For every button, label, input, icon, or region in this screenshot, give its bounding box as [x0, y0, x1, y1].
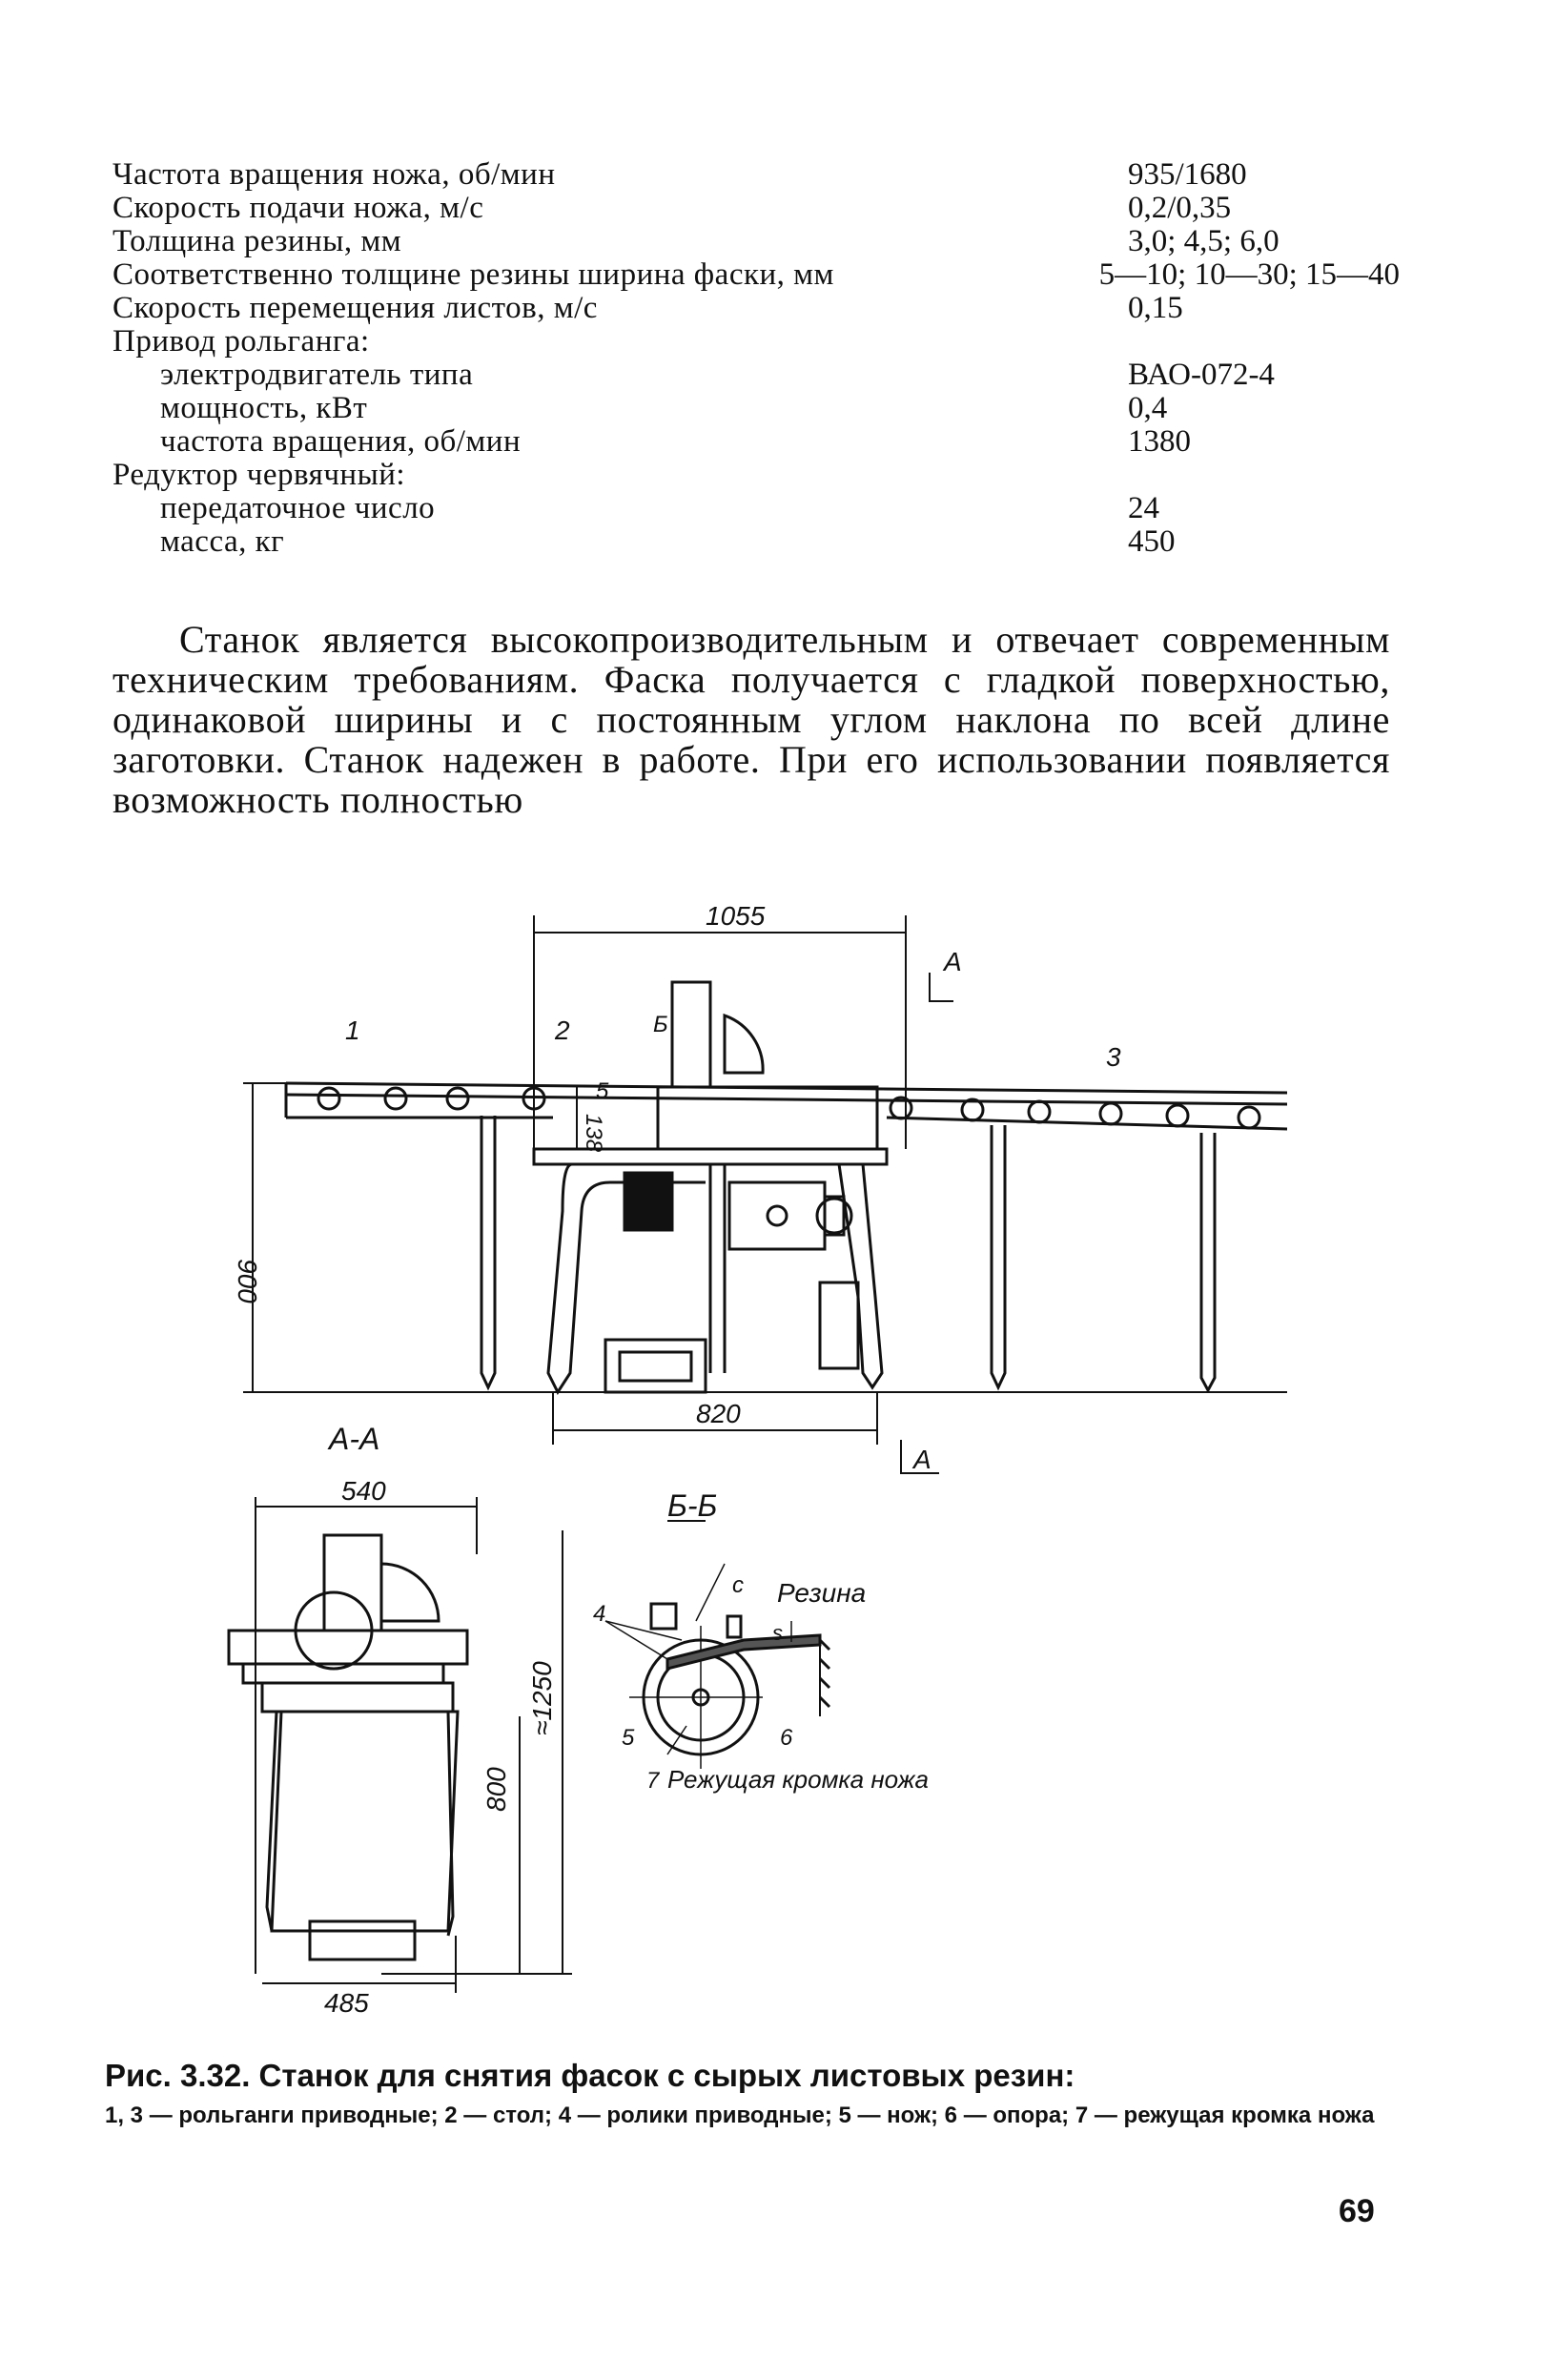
body-paragraph: Станок является высокопроизводительным и…	[113, 618, 1390, 821]
label-s: s	[772, 1621, 783, 1645]
spec-value: 0,15	[1128, 291, 1183, 325]
dim-800: 800	[481, 1767, 511, 1812]
label-c: с	[732, 1572, 744, 1598]
figure-drawing: 1055 900 820 138 5 А А 1 2 3 Б А-А 540 4…	[227, 901, 1288, 2018]
spec-label: электродвигатель типа	[160, 359, 474, 392]
spec-label: Привод рольганга:	[113, 325, 370, 359]
spec-label: масса, кг	[160, 525, 285, 559]
spec-label: Скорость подачи ножа, м/с	[113, 192, 484, 225]
spec-label: частота вращения, об/мин	[160, 425, 522, 459]
dim-540: 540	[341, 1476, 386, 1506]
spec-row: Скорость подачи ножа, м/с 0,2/0,35	[113, 192, 1400, 225]
spec-row: Толщина резины, мм 3,0; 4,5; 6,0	[113, 225, 1400, 258]
label-rezina: Резина	[777, 1578, 866, 1608]
spec-value: 24	[1128, 491, 1159, 525]
figure-caption-legend: 1, 3 — рольганги приводные; 2 — стол; 4 …	[105, 2103, 1375, 2128]
dim-1250: ≈1250	[527, 1661, 557, 1735]
page-number: 69	[1339, 2193, 1375, 2229]
label-cutting-edge: Режущая кромка ножа	[667, 1765, 929, 1794]
spec-label: Частота вращения ножа, об/мин	[113, 158, 556, 192]
spec-row: масса, кг 450	[113, 525, 1400, 559]
dim-820: 820	[696, 1399, 741, 1428]
section-mark-top: А	[942, 947, 962, 976]
spec-row: Частота вращения ножа, об/мин 935/1680	[113, 158, 1400, 192]
dim-1055: 1055	[706, 901, 766, 931]
spec-row: Скорость перемещения листов, м/с 0,15	[113, 292, 1400, 325]
label-1: 1	[345, 1016, 360, 1045]
section-bb-title: Б-Б	[667, 1488, 717, 1523]
spec-label: передаточное число	[160, 492, 436, 525]
spec-label: Соответственно толщине резины ширина фас…	[113, 258, 834, 292]
spec-value: 0,4	[1128, 391, 1168, 425]
spec-value: ВАО-072-4	[1128, 358, 1275, 392]
spec-row: электродвигатель типа ВАО-072-4	[113, 359, 1400, 392]
label-3: 3	[1106, 1042, 1121, 1072]
spec-value: 1380	[1128, 424, 1191, 459]
spec-row: Редуктор червячный:	[113, 459, 1400, 492]
spec-value: 935/1680	[1128, 157, 1247, 192]
spec-row: Соответственно толщине резины ширина фас…	[113, 258, 1400, 292]
label-7: 7	[646, 1768, 661, 1794]
spec-label: мощность, кВт	[160, 392, 368, 425]
dim-138: 138	[581, 1114, 606, 1153]
spec-row: частота вращения, об/мин 1380	[113, 425, 1400, 459]
spec-value: 0,2/0,35	[1128, 191, 1232, 225]
dim-485: 485	[324, 1988, 369, 2018]
label-6: 6	[780, 1725, 793, 1751]
spec-row: мощность, кВт 0,4	[113, 392, 1400, 425]
section-aa-title: А-А	[327, 1422, 379, 1456]
spec-value: 3,0; 4,5; 6,0	[1128, 224, 1280, 258]
label-5: 5	[622, 1725, 635, 1751]
spec-label: Толщина резины, мм	[113, 225, 402, 258]
dim-900: 900	[233, 1259, 262, 1303]
spec-label: Редуктор червячный:	[113, 459, 406, 492]
label-b-top: Б	[653, 1012, 668, 1037]
section-mark-bottom: А	[911, 1445, 932, 1474]
spec-value: 450	[1128, 524, 1176, 559]
figure-caption-title: Рис. 3.32. Станок для снятия фасок с сыр…	[105, 2058, 1075, 2093]
label-2: 2	[554, 1016, 570, 1045]
spec-row: Привод рольганга:	[113, 325, 1400, 359]
dim-5: 5	[596, 1078, 609, 1104]
spec-value: 5—10; 10—30; 15—40	[1098, 257, 1400, 292]
label-4: 4	[593, 1601, 605, 1627]
spec-label: Скорость перемещения листов, м/с	[113, 292, 598, 325]
spec-row: передаточное число 24	[113, 492, 1400, 525]
